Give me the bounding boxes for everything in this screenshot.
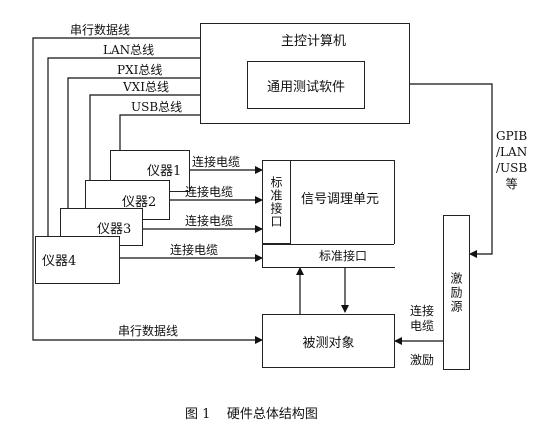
std-interface-bottom-label: 标准接口 xyxy=(318,249,367,263)
test-software-label: 通用测试软件 xyxy=(266,79,345,95)
instrument-1-label: 仪器1 xyxy=(147,164,182,179)
cable-label-2: 连接电缆 xyxy=(185,185,234,199)
excite-label: 激励 xyxy=(410,353,435,367)
host-computer-title: 主控计算机 xyxy=(281,34,347,49)
host-computer-box: 主控计算机 通用测试软件 xyxy=(200,23,410,124)
std-interface-vertical-box: 标准接口 xyxy=(263,161,291,244)
instrument-2-label: 仪器2 xyxy=(122,195,157,210)
divider xyxy=(263,244,394,245)
std-interface-vertical-label: 标准接口 xyxy=(269,176,283,228)
instrument-3-label: 仪器3 xyxy=(97,222,132,237)
dut-box: 被测对象 xyxy=(262,314,395,368)
stimulus-cable-label: 连接 电缆 xyxy=(410,304,435,333)
stimulus-source-label: 激励源 xyxy=(449,271,463,314)
usb-bus-label: USB总线 xyxy=(131,100,183,114)
stimulus-source-box: 激励源 xyxy=(443,215,470,370)
lan-bus-label: LAN总线 xyxy=(103,43,155,57)
serial-top-label: 串行数据线 xyxy=(70,23,131,37)
cable-label-4: 连接电缆 xyxy=(170,243,219,257)
conditioner-title: 信号调理单元 xyxy=(301,192,380,207)
cable-label-1: 连接电缆 xyxy=(192,155,241,169)
serial-line xyxy=(32,34,263,344)
signal-conditioner-box: 标准接口 信号调理单元 标准接口 xyxy=(262,160,395,268)
serial-bottom-label: 串行数据线 xyxy=(118,324,179,338)
dut-label: 被测对象 xyxy=(302,335,355,351)
cable-label-3: 连接电缆 xyxy=(185,214,234,228)
std-interface-bottom-box: 标准接口 xyxy=(291,244,395,267)
instrument-4-box: 仪器4 xyxy=(35,236,120,284)
figure-caption: 图 1 硬件总体结构图 xyxy=(185,407,318,422)
test-software-box: 通用测试软件 xyxy=(247,61,365,109)
instrument-4-label: 仪器4 xyxy=(42,254,77,269)
pxi-bus-label: PXI总线 xyxy=(117,63,163,77)
gpib-label: GPIB /LAN /USB 等 xyxy=(496,129,528,191)
vxi-bus-label: VXI总线 xyxy=(123,80,169,94)
